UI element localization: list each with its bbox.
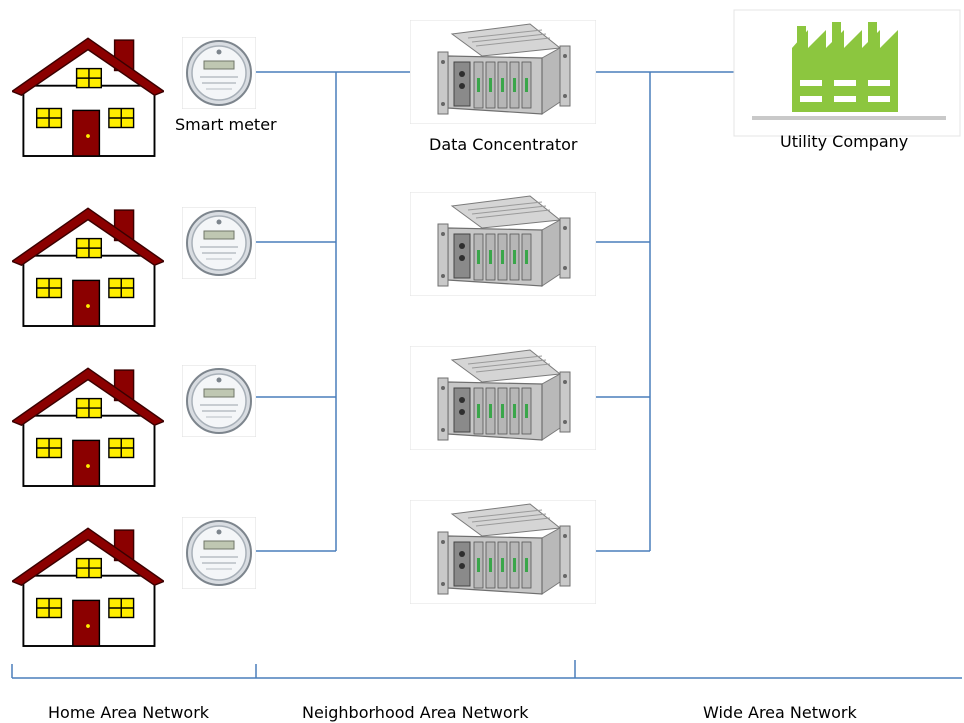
- house-icon: [12, 37, 164, 157]
- factory-icon: [752, 22, 946, 120]
- smart-meter-icon: [182, 517, 256, 589]
- smart-meter-icon: [182, 37, 256, 109]
- smart-meter-icon: [182, 207, 256, 279]
- houses: [12, 37, 164, 647]
- house-icon: [12, 367, 164, 487]
- house-icon: [12, 207, 164, 327]
- data-concentrator-icon: [410, 20, 596, 124]
- utility-company-label: Utility Company: [780, 132, 908, 151]
- smart-meter-label: Smart meter: [175, 115, 277, 134]
- neighborhood-area-network-label: Neighborhood Area Network: [302, 703, 529, 722]
- wide-area-network-label: Wide Area Network: [703, 703, 857, 722]
- data-concentrator-icon: [410, 500, 596, 604]
- data-concentrators: [410, 20, 596, 604]
- smart-meter-icon: [182, 365, 256, 437]
- data-concentrator-label: Data Concentrator: [429, 135, 578, 154]
- home-area-network-label: Home Area Network: [48, 703, 210, 722]
- data-concentrator-icon: [410, 346, 596, 450]
- house-icon: [12, 527, 164, 647]
- data-concentrator-icon: [410, 192, 596, 296]
- connection-lines: [254, 71, 786, 552]
- utility-company: Utility Company: [733, 9, 961, 151]
- network-zone-scale: [11, 660, 962, 679]
